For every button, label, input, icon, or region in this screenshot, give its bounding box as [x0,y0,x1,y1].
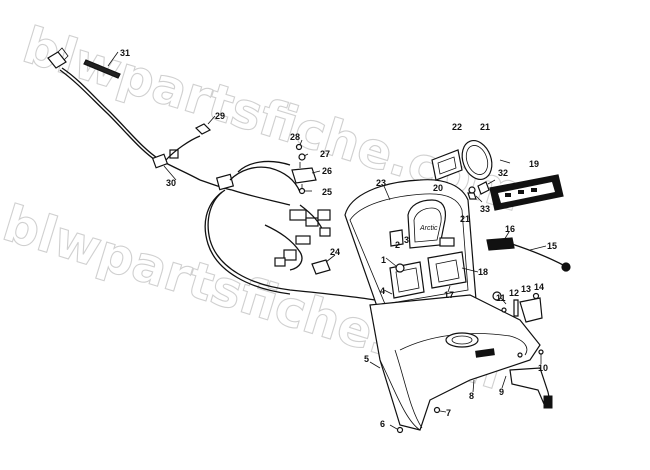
leader-lines [107,51,547,430]
relay-part-26 [291,167,317,184]
tie-strap [83,59,121,79]
callout-14: 14 [534,282,544,292]
callout-15: 15 [547,241,557,251]
callout-32: 32 [498,168,508,178]
clip-part-24 [311,259,331,275]
callout-10: 10 [538,363,548,373]
callout-11: 11 [496,293,506,303]
callout-12: 12 [509,288,519,298]
socket-part-32 [477,181,490,195]
steering-post-opening [445,332,479,348]
callout-21b: 21 [460,214,470,224]
gauge-part-18 [427,251,467,289]
callout-25: 25 [322,187,332,197]
callout-18: 18 [478,267,488,277]
callout-13: 13 [521,284,531,294]
knob-part-17 [492,291,502,301]
switch-part-16 [486,237,515,251]
callout-28: 28 [290,132,300,142]
callout-3: 3 [404,235,409,245]
callout-27: 27 [320,149,330,159]
bracket-part-13 [519,297,543,323]
callout-17: 17 [444,290,454,300]
small-parts-upper [194,123,317,195]
screw-part-25 [298,187,306,195]
callout-2: 2 [395,240,400,250]
callout-19: 19 [529,159,539,169]
callout-9: 9 [499,387,504,397]
callout-31: 31 [120,48,130,58]
callout-20: 20 [433,183,443,193]
callout-23: 23 [376,178,386,188]
gauge-part-20 [407,199,447,249]
callout-24: 24 [330,247,340,257]
callout-6: 6 [380,419,385,429]
callout-8: 8 [469,391,474,401]
callout-16: 16 [505,224,515,234]
clip-part-29 [194,123,212,135]
callout-5: 5 [364,354,369,364]
svg-text:Arctic: Arctic [419,225,438,232]
wiring-harness [47,47,386,306]
callout-26: 26 [322,166,332,176]
callout-30: 30 [166,178,176,188]
callout-33: 33 [480,204,490,214]
callout-22: 22 [452,122,462,132]
callout-1: 1 [381,255,386,265]
callouts: 31 29 28 27 26 25 30 22 21 32 19 23 20 2… [120,48,557,429]
callout-29: 29 [215,111,225,121]
lens-part-21 [461,140,493,180]
screw-part-28 [295,143,303,151]
dashboard-console: Arctic [344,179,553,434]
right-side-parts [311,140,571,323]
callout-7: 7 [446,408,451,418]
washer-part-27 [298,153,306,161]
gauge-part-1 [389,261,425,299]
callout-21: 21 [480,122,490,132]
callout-4: 4 [380,286,385,296]
